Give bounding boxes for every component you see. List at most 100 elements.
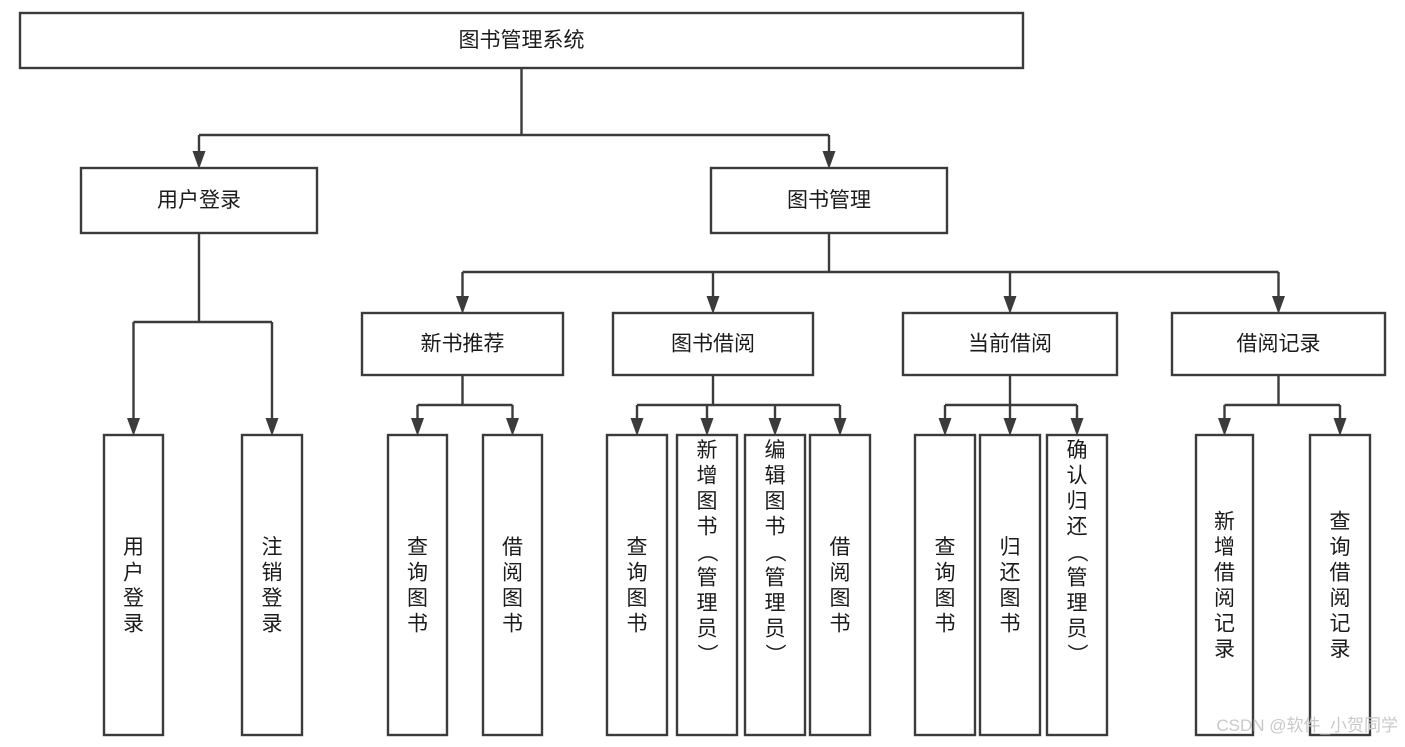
node-label-char: 理	[697, 592, 718, 615]
node-label-char: 录	[1330, 638, 1351, 661]
arrow-head-icon	[506, 418, 519, 436]
connector-layer	[127, 68, 1347, 436]
node-label: 新书推荐	[421, 333, 505, 356]
node-label-char: 阅	[1330, 587, 1351, 610]
arrow-head-icon	[768, 418, 782, 436]
node-label-char: 还	[1000, 561, 1021, 584]
node-box	[102, 433, 165, 737]
node-box	[481, 433, 544, 737]
node-box	[386, 433, 449, 737]
node-label-char: 阅	[830, 561, 851, 584]
node-label-char: 图	[1000, 587, 1021, 610]
node-label-char: 借	[1214, 561, 1235, 584]
node-label-char: 书	[407, 612, 428, 635]
node-box	[978, 433, 1042, 737]
arrow-head-icon	[1272, 296, 1285, 314]
arrow-head-icon	[630, 418, 644, 436]
node-label-char: 图	[627, 587, 648, 610]
node-box	[709, 166, 949, 235]
node-label-char: 查	[627, 536, 648, 559]
node-box	[1308, 433, 1372, 737]
node-label-char: 查	[935, 536, 956, 559]
node-label-char: 图	[697, 490, 718, 513]
node-label-char: 阅	[1214, 587, 1235, 610]
node-label-char: 管	[765, 567, 786, 590]
node-label: 用户登录	[157, 189, 241, 212]
node-book-borrow[interactable]: 图书借阅	[611, 311, 815, 377]
node-label-char: 增	[697, 465, 718, 488]
node-label-char: 确	[1067, 439, 1088, 462]
node-label-char: ）	[695, 644, 718, 665]
node-borrow-record[interactable]: 借阅记录	[1170, 311, 1387, 377]
node-user-login[interactable]: 用户登录	[79, 166, 319, 235]
node-box	[605, 433, 669, 737]
node-box	[360, 311, 565, 377]
node-label-char: 管	[697, 567, 718, 590]
arrow-head-icon	[456, 296, 469, 314]
node-label-char: 借	[830, 536, 851, 559]
node-label-char: 图	[407, 587, 428, 610]
node-label-char: 书	[627, 612, 648, 635]
node-label-char: 图	[935, 587, 956, 610]
node-label-char: 辑	[765, 465, 786, 488]
arrow-head-icon	[1218, 418, 1231, 436]
node-label-char: 书	[830, 612, 851, 635]
arrow-head-icon	[700, 418, 714, 436]
node-current-borrow[interactable]: 当前借阅	[901, 311, 1119, 377]
node-label-char: 询	[627, 561, 648, 584]
node-label-char: 员	[697, 618, 718, 641]
node-label-char: 销	[262, 561, 283, 584]
node-label-char: 查	[407, 536, 428, 559]
node-box	[743, 433, 807, 737]
node-box	[901, 311, 1119, 377]
node-book-manage[interactable]: 图书管理	[709, 166, 949, 235]
node-label-char: 登	[123, 587, 144, 610]
node-label-char: 录	[262, 612, 283, 635]
node-label-char: 书	[697, 516, 718, 539]
node-box	[1170, 311, 1387, 377]
node-box	[79, 166, 319, 235]
node-label-char: 认	[1067, 465, 1088, 488]
node-box	[913, 433, 977, 737]
node-label: 借阅记录	[1237, 333, 1321, 356]
arrow-head-icon	[822, 151, 836, 169]
node-leaf-user-login[interactable]: 用户登录	[102, 433, 165, 737]
node-label-char: 记	[1330, 612, 1351, 635]
node-box	[18, 11, 1025, 70]
node-label-char: 借	[1330, 561, 1351, 584]
node-label: 图书管理	[787, 189, 871, 212]
node-label-char: 录	[1214, 638, 1235, 661]
node-new-book-rec[interactable]: 新书推荐	[360, 311, 565, 377]
node-label: 图书管理系统	[459, 29, 585, 52]
node-root[interactable]: 图书管理系统	[18, 11, 1025, 70]
node-label-char: 理	[765, 592, 786, 615]
node-layer: 图书管理系统用户登录图书管理新书推荐图书借阅当前借阅借阅记录用户登录注销登录查询…	[18, 11, 1387, 737]
arrow-head-icon	[1070, 418, 1084, 436]
csdn-watermark: CSDN @软件_小贺同学	[1216, 716, 1398, 735]
arrow-head-icon	[1003, 418, 1017, 436]
node-label-char: 询	[1330, 536, 1351, 559]
arrow-head-icon	[127, 418, 140, 436]
node-label-char: 录	[123, 612, 144, 635]
node-label-char: 书	[935, 612, 956, 635]
node-label-char: 询	[935, 561, 956, 584]
node-label-char: 查	[1330, 510, 1351, 533]
node-label-char: （	[1065, 542, 1088, 563]
node-box	[240, 433, 304, 737]
node-label-char: 管	[1067, 567, 1088, 590]
node-label-char: 询	[407, 561, 428, 584]
